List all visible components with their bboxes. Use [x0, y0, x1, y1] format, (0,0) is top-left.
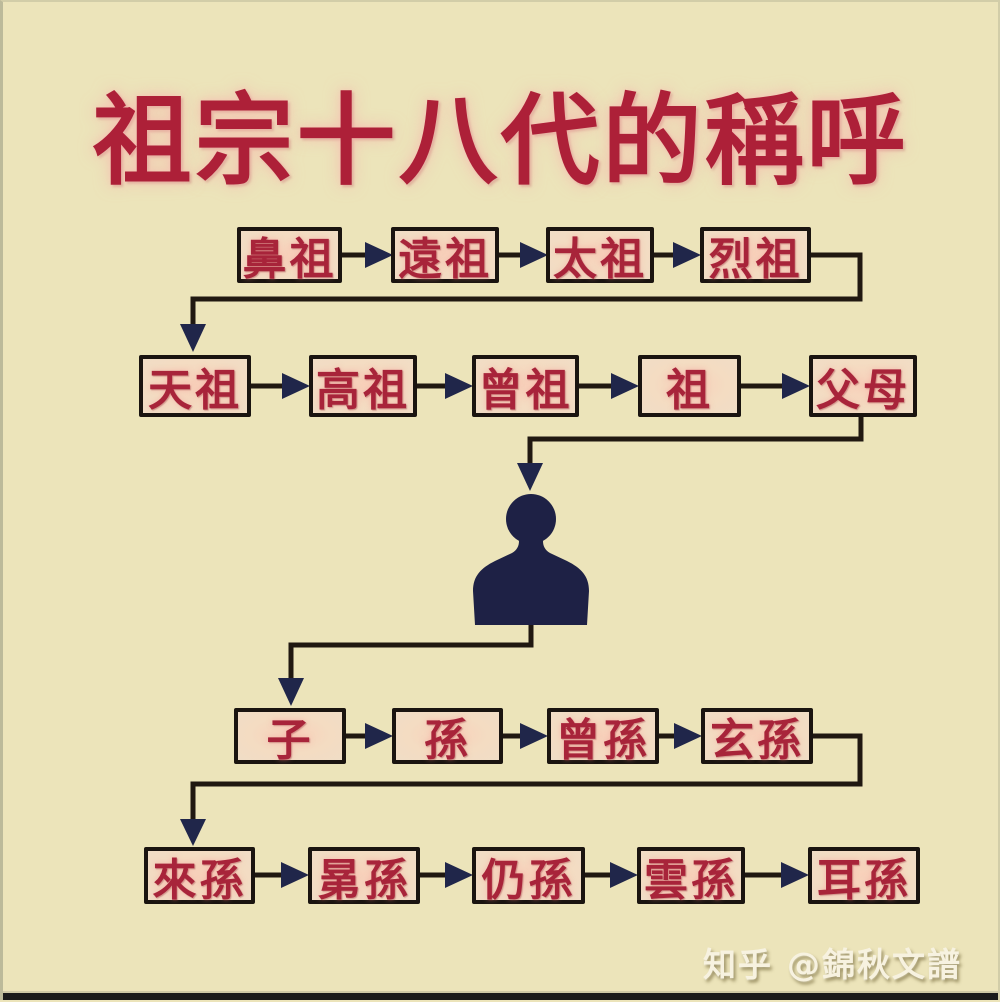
node-kun-sun: 晜孫: [308, 847, 420, 906]
watermark-author: @錦秋文譜: [787, 945, 962, 984]
node-zi: 子: [234, 708, 346, 766]
arrowheads: [180, 242, 810, 888]
node-bi-zu: 鼻祖: [237, 227, 342, 285]
node-yun-sun: 雲孫: [637, 847, 745, 906]
bottom-edge-strip: [3, 991, 998, 1000]
page-title: 祖宗十八代的稱呼: [92, 84, 909, 199]
flow-connectors: [180, 242, 864, 888]
node-gao-zu: 高祖: [309, 355, 417, 417]
node-tai-zu: 太祖: [546, 227, 654, 285]
node-tian-zu: 天祖: [139, 355, 251, 417]
watermark-site: 知乎: [703, 945, 773, 984]
node-zeng-zu: 曾祖: [472, 355, 579, 417]
node-yuan-zu: 遠祖: [391, 227, 499, 285]
node-lai-sun: 來孫: [144, 847, 255, 906]
node-zu: 祖: [638, 355, 741, 417]
person-silhouette-icon: [473, 494, 589, 625]
node-reng-sun: 仍孫: [472, 847, 585, 906]
node-er-sun: 耳孫: [808, 847, 920, 906]
node-sun: 孫: [392, 708, 503, 766]
node-lie-zu: 烈祖: [700, 227, 811, 285]
node-xuan-sun: 玄孫: [701, 708, 813, 766]
watermark: 知乎 @錦秋文譜: [703, 938, 962, 986]
node-zeng-sun: 曾孫: [547, 708, 659, 766]
node-fu-mu: 父母: [809, 355, 917, 417]
